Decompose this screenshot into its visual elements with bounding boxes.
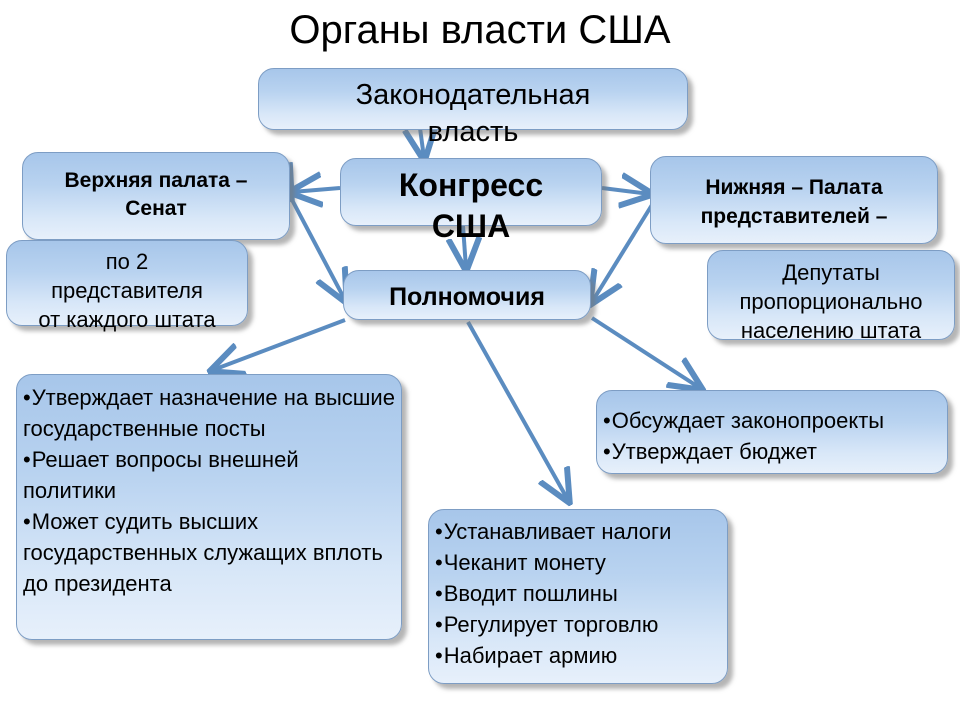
box-powers-line-1: Полномочия <box>389 283 545 311</box>
box-senate-detail-line-1: по 2 <box>105 249 149 274</box>
box-powers-right-bullet-1: Обсуждает законопроекты <box>603 405 941 436</box>
box-upper-chamber-line-1: Верхняя палата – <box>64 169 248 192</box>
box-congress-line-1: Конгресс <box>398 167 544 203</box>
box-powers-left-bullet-3: Может судить высших государственных служ… <box>23 506 395 599</box>
box-legislative-power[interactable]: Законодательная власть <box>258 68 688 148</box>
box-house-detail[interactable]: Депутаты пропорционально населению штата <box>707 250 955 343</box>
box-powers-center-bullet-2: Чеканит монету <box>435 547 721 578</box>
box-congress-line-2: США <box>431 208 511 244</box>
connector-lower-chamber-to-powers <box>592 200 655 302</box>
box-powers-left-bullet-1: Утверждает назначение на высшие государс… <box>23 382 395 444</box>
box-senate-detail-line-3: от каждого штата <box>38 307 216 332</box>
box-lower-chamber-text: Нижняя – Палата представителей – <box>651 173 937 231</box>
box-powers-left-text: Утверждает назначение на высшие государс… <box>17 382 401 599</box>
page-title: Органы власти США <box>289 8 671 52</box>
connector-powers-to-powers-right <box>590 316 700 388</box>
box-powers-center-bullet-1: Устанавливает налоги <box>435 516 721 547</box>
box-powers-center-text: Устанавливает налоги Чеканит монету Ввод… <box>429 516 727 671</box>
box-lower-chamber[interactable]: Нижняя – Палата представителей – <box>650 156 938 244</box>
box-powers-center-bullet-5: Набирает армию <box>435 640 721 671</box>
box-powers-center-bullet-3: Вводит пошлины <box>435 578 721 609</box>
box-upper-chamber-text: Верхняя палата – Сенат <box>23 167 289 223</box>
box-senate-detail-line-2: представителя <box>51 278 203 303</box>
box-powers-left[interactable]: Утверждает назначение на высшие государс… <box>16 374 402 640</box>
box-powers-center[interactable]: Устанавливает налоги Чеканит монету Ввод… <box>428 509 728 684</box>
box-lower-chamber-line-1: Нижняя – Палата <box>705 176 883 199</box>
box-senate-detail-text: по 2 представителя от каждого штата <box>7 247 247 334</box>
box-congress[interactable]: Конгресс США <box>340 158 602 244</box>
box-powers-center-bullet-4: Регулирует торговлю <box>435 609 721 640</box>
box-legislative-power-text: Законодательная власть <box>259 77 687 151</box>
box-legislative-power-line-2: власть <box>427 116 519 148</box>
connector-congress-to-lower-chamber <box>601 188 650 194</box>
box-upper-chamber[interactable]: Верхняя палата – Сенат <box>22 152 290 240</box>
box-upper-chamber-line-2: Сенат <box>125 197 187 220</box>
box-powers-right[interactable]: Обсуждает законопроекты Утверждает бюдже… <box>596 390 948 474</box>
box-congress-text: Конгресс США <box>341 165 601 247</box>
box-powers-text: Полномочия <box>344 281 590 314</box>
box-powers-right-bullet-2: Утверждает бюджет <box>603 436 941 467</box>
box-house-detail-line-2: пропорционально <box>739 289 923 314</box>
box-house-detail-text: Депутаты пропорционально населению штата <box>708 258 954 345</box>
box-lower-chamber-line-2: представителей – <box>700 205 888 228</box>
connector-powers-to-powers-center <box>466 321 568 500</box>
box-senate-detail[interactable]: по 2 представителя от каждого штата <box>6 240 248 332</box>
box-powers-left-bullet-2: Решает вопросы внешней политики <box>23 444 395 506</box>
box-house-detail-line-3: населению штата <box>740 318 922 343</box>
box-powers-right-text: Обсуждает законопроекты Утверждает бюдже… <box>597 405 947 467</box>
connector-congress-to-upper-chamber <box>292 188 341 192</box>
connector-upper-chamber-to-powers <box>290 196 345 300</box>
box-legislative-power-line-1: Законодательная <box>355 79 591 111</box>
box-powers[interactable]: Полномочия <box>343 270 591 320</box>
box-house-detail-line-1: Депутаты <box>782 260 880 285</box>
